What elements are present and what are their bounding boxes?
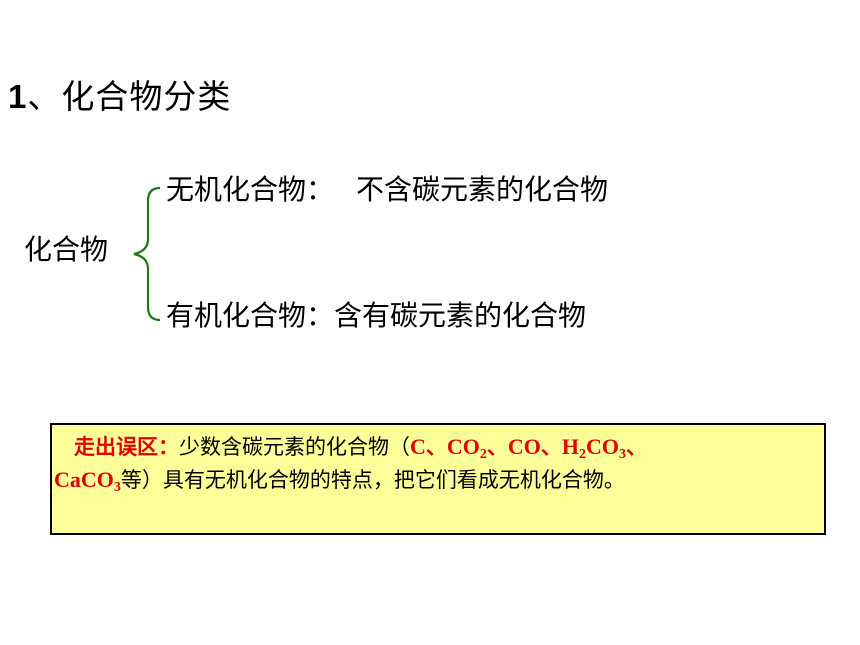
note-separator: 、 (540, 435, 562, 459)
formula-co2-base: CO (446, 434, 480, 459)
formula-co: CO (507, 434, 541, 459)
compound-root-label: 化合物 (24, 233, 109, 266)
formula-co2-subscript: 2 (479, 447, 487, 462)
formula-h2co3-subscript: 3 (619, 447, 627, 462)
formula-h2co3: H2CO3 (561, 434, 627, 462)
formula-h2co3-h: H (561, 434, 580, 459)
section-heading: 1、化合物分类 (8, 70, 231, 118)
note-separator: 、 (486, 435, 508, 459)
note-label: 走出误区： (74, 435, 179, 459)
formula-caco3-subscript: 3 (113, 480, 121, 495)
note-separator: 、 (425, 435, 447, 459)
formula-c: C (410, 434, 426, 459)
note-ending: 等）具有无机化合物的特点，把它们看成无机化合物。 (120, 468, 625, 492)
note-line-2: CaCO3等）具有无机化合物的特点，把它们看成无机化合物。 (54, 466, 625, 502)
classification-brace (133, 186, 161, 322)
branch-organic: 有机化合物：含有碳元素的化合物 (166, 294, 586, 334)
formula-co2: CO2 (446, 434, 487, 462)
organic-definition: 含有碳元素的化合物 (334, 299, 587, 332)
organic-name: 有机化合物： (166, 299, 335, 332)
section-number: 1 (8, 78, 28, 115)
note-separator: 、 (626, 435, 648, 459)
formula-h2co3-h-subscript: 2 (579, 447, 587, 462)
inorganic-definition: 不含碳元素的化合物 (356, 173, 609, 206)
formula-h2co3-rest: CO (586, 434, 620, 459)
note-intro: 少数含碳元素的化合物（ (179, 435, 410, 459)
branch-inorganic: 无机化合物： 不含碳元素的化合物 (166, 168, 608, 208)
formula-caco3: CaCO3 (54, 467, 121, 495)
misconception-note-box: 走出误区：少数含碳元素的化合物（C、CO2、CO、H2CO3、 CaCO3等）具… (50, 423, 826, 535)
inorganic-name: 无机化合物： (166, 173, 335, 206)
formula-caco3-base: CaCO (54, 467, 114, 492)
section-title: 、化合物分类 (27, 77, 232, 116)
note-line-1: 走出误区：少数含碳元素的化合物（C、CO2、CO、H2CO3、 (74, 433, 647, 469)
